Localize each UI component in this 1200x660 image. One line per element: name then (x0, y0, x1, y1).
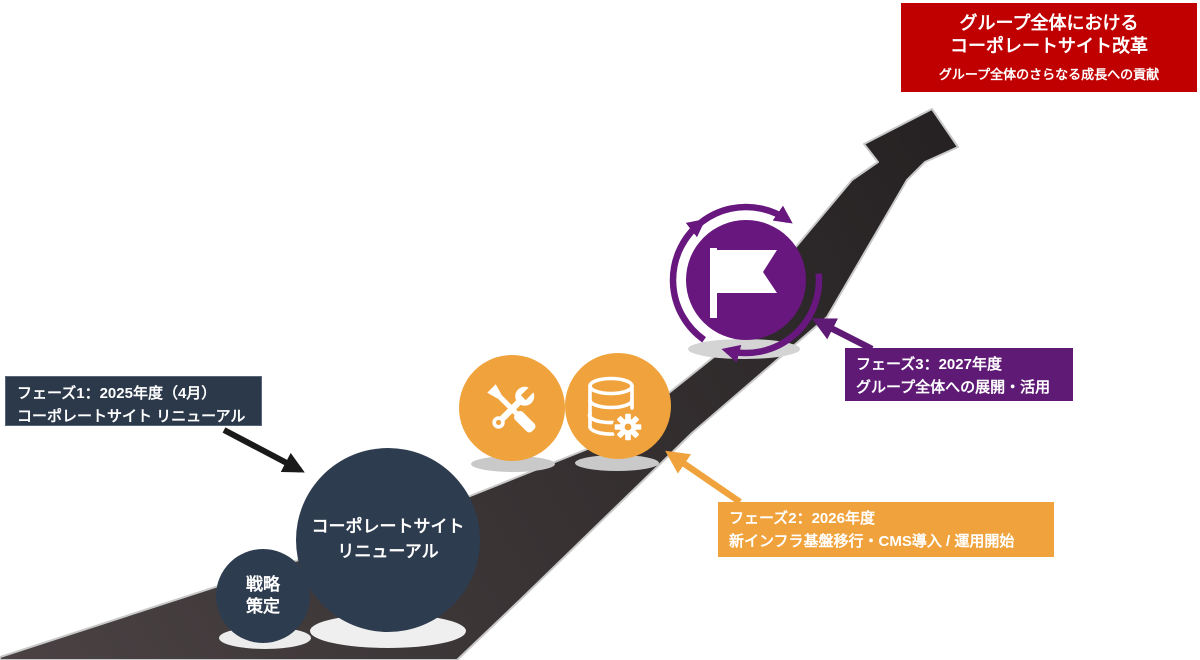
phase1-arrow (222, 427, 305, 473)
wrench-screwdriver-icon (487, 383, 538, 433)
shadow-ellipse (688, 339, 800, 359)
phase3-line1: フェーズ3：2027年度 (856, 356, 1002, 373)
database-gear-icon (587, 376, 644, 443)
renewal-circle: コーポレートサイト リニューアル (296, 448, 480, 632)
flag-circle (686, 220, 806, 340)
goal-subtitle: グループ全体のさらなる成長への貢献 (938, 67, 1160, 82)
phase2-arrow (665, 450, 742, 505)
phase1-line1: フェーズ1：2025年度（4月） (17, 385, 217, 402)
phase1-line2: コーポレートサイト リニューアル (17, 408, 246, 426)
phase3-line2: グループ全体への展開・活用 (856, 379, 1051, 397)
strategy-circle: 戦略 策定 (216, 549, 310, 643)
database-circle (565, 353, 671, 459)
renewal-circle-label: コーポレートサイト リニューアル (311, 517, 465, 561)
phase3-arrow (811, 318, 874, 352)
phase3-label: フェーズ3：2027年度 グループ全体への展開・活用 (845, 348, 1073, 401)
phase2-line2: 新インフラ基盤移行・CMS導入 / 運用開始 (729, 533, 1015, 551)
phase1-label: フェーズ1：2025年度（4月） コーポレートサイト リニューアル (5, 376, 262, 426)
tools-circle (459, 355, 565, 461)
flag-icon (710, 248, 777, 318)
goal-title: グループ全体における コーポレートサイト改革 (950, 13, 1148, 56)
goal-banner: グループ全体における コーポレートサイト改革 グループ全体のさらなる成長への貢献 (901, 3, 1197, 92)
phase2-line1: フェーズ2：2026年度 (729, 510, 875, 527)
phase2-label: フェーズ2：2026年度 新インフラ基盤移行・CMS導入 / 運用開始 (718, 502, 1054, 557)
strategy-circle-label: 戦略 策定 (246, 574, 280, 616)
